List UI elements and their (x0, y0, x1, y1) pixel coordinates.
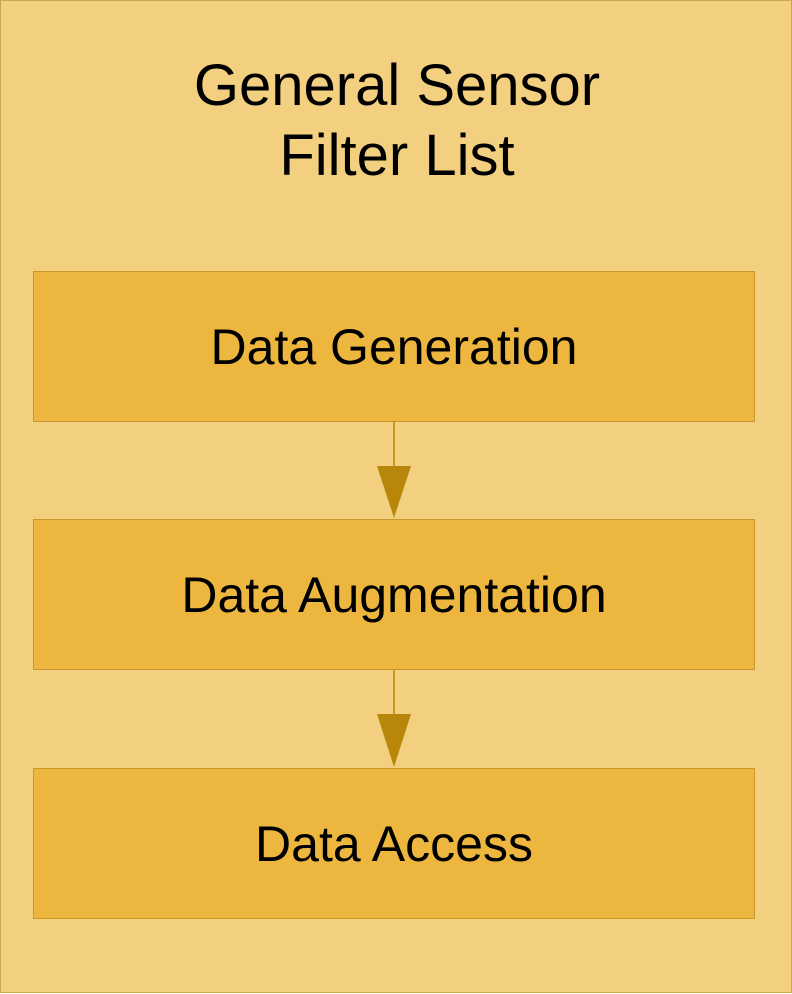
title-line-1: General Sensor (193, 53, 601, 118)
block-label: Data Augmentation (181, 566, 607, 623)
block-label: Data Access (255, 815, 533, 872)
block-data-generation: Data Generation (33, 271, 755, 422)
diagram-title: General Sensor Filter List (1, 51, 792, 191)
title-line-2: Filter List (279, 123, 515, 188)
block-data-access: Data Access (33, 768, 755, 919)
block-data-augmentation: Data Augmentation (33, 519, 755, 670)
block-label: Data Generation (210, 318, 578, 375)
